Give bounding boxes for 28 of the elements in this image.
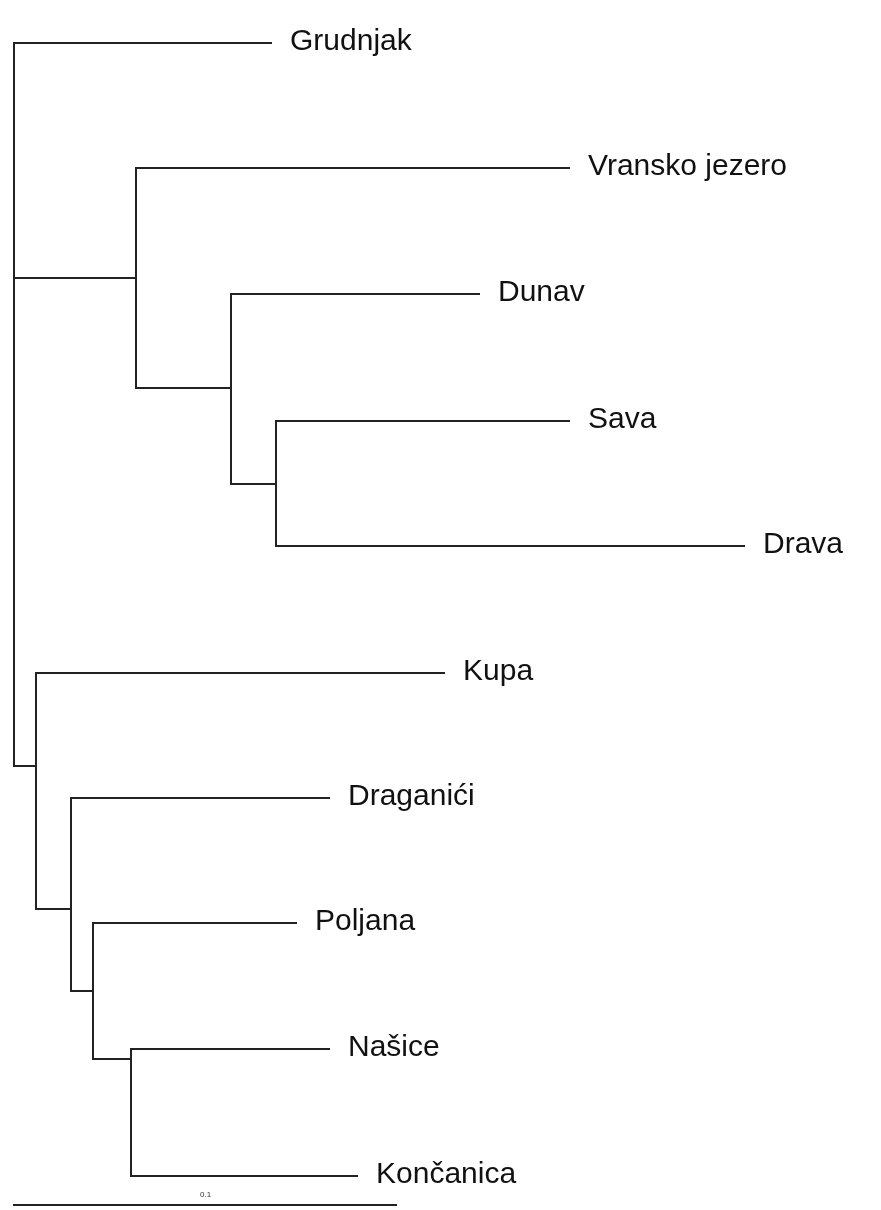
tree-branch <box>14 42 273 44</box>
tree-branch <box>131 1048 331 1050</box>
taxon-label: Grudnjak <box>272 22 412 58</box>
tree-branch <box>276 420 571 422</box>
tree-branch <box>231 293 481 295</box>
taxon-label: Dunav <box>480 273 585 309</box>
tree-branch <box>14 277 136 279</box>
taxon-label: Vransko jezero <box>570 147 787 183</box>
tree-branch <box>36 908 71 910</box>
tree-branch <box>231 483 276 485</box>
taxon-label: Sava <box>570 400 657 436</box>
tree-branch <box>93 1058 131 1060</box>
tree-branch <box>136 387 231 389</box>
taxon-label: Draganići <box>330 777 475 813</box>
tree-branch <box>276 545 746 547</box>
tree-branch <box>36 672 446 674</box>
tree-branch <box>71 990 93 992</box>
taxon-label: Končanica <box>358 1155 517 1191</box>
taxon-label: Našice <box>330 1028 440 1064</box>
scale-label: 0.1 <box>200 1190 212 1199</box>
taxon-label: Drava <box>745 525 844 561</box>
tree-branch <box>14 765 36 767</box>
taxon-label: Poljana <box>297 902 416 938</box>
tree-branch <box>136 167 571 169</box>
tree-branch <box>93 922 298 924</box>
tree-branch <box>71 797 331 799</box>
taxon-label: Kupa <box>445 652 534 688</box>
tree-branch <box>131 1175 359 1177</box>
